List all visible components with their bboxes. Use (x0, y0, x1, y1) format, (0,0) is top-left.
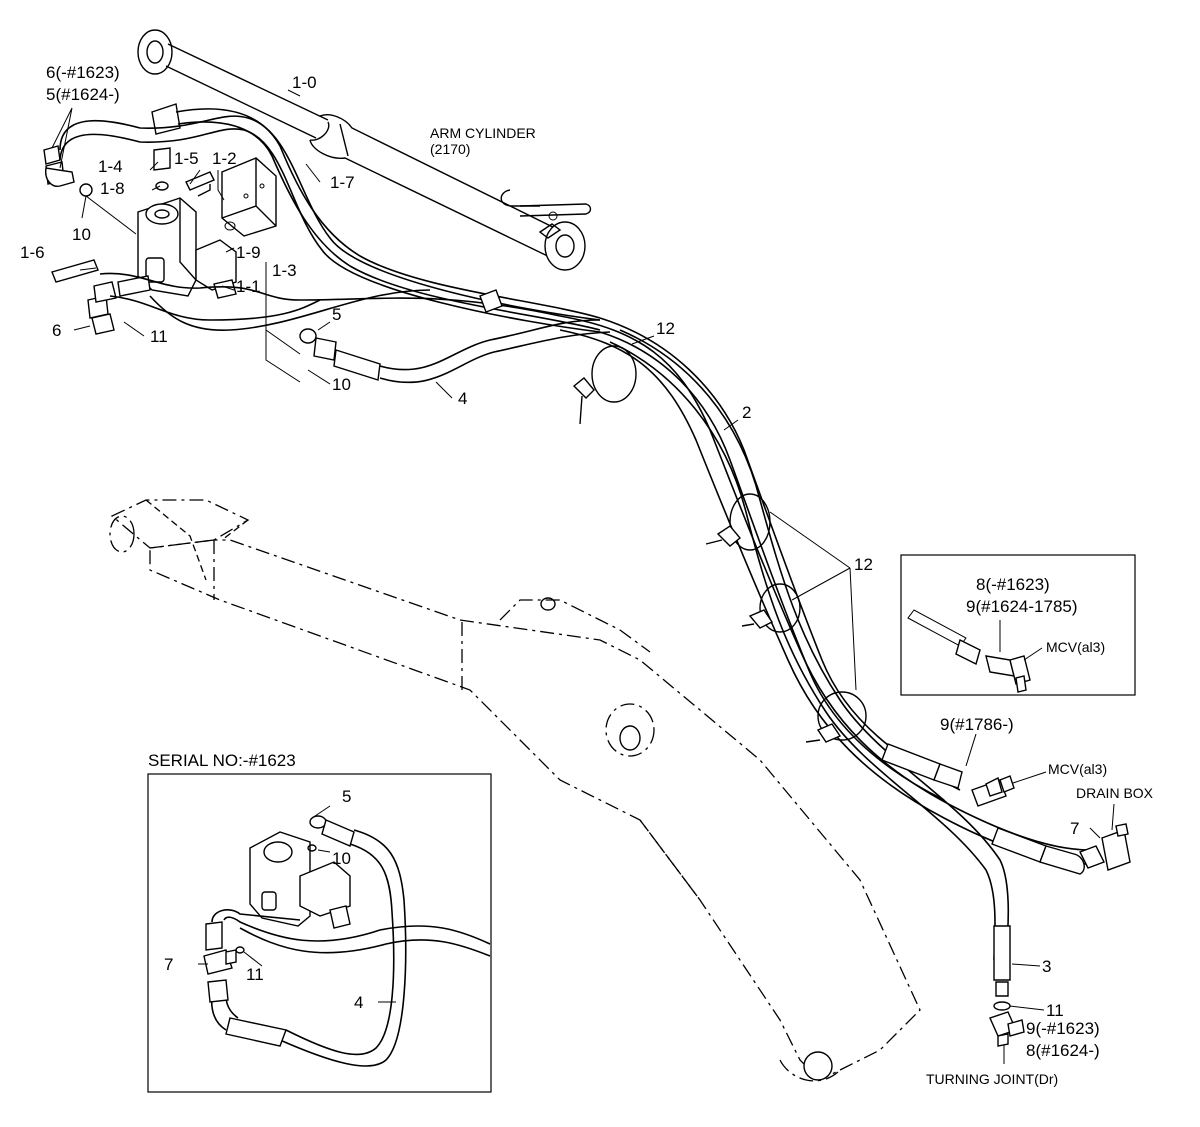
leader-lines (51, 89, 1115, 1064)
label-inset-9: 9(#1624-1785) (966, 597, 1078, 616)
label-1-6: 1-6 (20, 243, 45, 262)
label-7: 7 (1070, 819, 1079, 838)
inset-mcv-detail (900, 554, 1136, 696)
label-2: 2 (742, 403, 751, 422)
label-12-top: 12 (656, 319, 675, 338)
label-serial-5: 5 (342, 787, 351, 806)
label-serial-11: 11 (246, 965, 264, 984)
label-11-bottom: 11 (1046, 1001, 1064, 1020)
label-3: 3 (1042, 957, 1051, 976)
label-11-top: 11 (150, 327, 168, 346)
label-arm-cylinder-code: (2170) (430, 141, 470, 157)
label-1-7: 1-7 (330, 173, 355, 192)
label-12-mid: 12 (854, 555, 873, 574)
label-1-0: 1-0 (292, 73, 317, 92)
label-10-mid: 10 (332, 375, 351, 394)
part-labels: 1-0 ARM CYLINDER (2170) 6(-#1623) 5(#162… (20, 63, 1154, 1087)
label-1-3: 1-3 (272, 261, 297, 280)
hose-clamps (572, 345, 867, 743)
label-1-9: 1-9 (236, 243, 261, 262)
label-6: 6 (52, 321, 61, 340)
label-5-serial: 5(#1624-) (46, 85, 120, 104)
label-serial-7: 7 (164, 955, 173, 974)
label-inset-mcv: MCV(al3) (1046, 639, 1105, 655)
label-1-5: 1-5 (174, 149, 199, 168)
label-serial-4: 4 (354, 993, 363, 1012)
label-drain-box: DRAIN BOX (1076, 785, 1154, 801)
arm-cylinder (137, 29, 592, 271)
label-1-2: 1-2 (212, 149, 237, 168)
inset-serial-detail (147, 773, 492, 1093)
label-6-serial: 6(-#1623) (46, 63, 120, 82)
label-9-1786: 9(#1786-) (940, 715, 1014, 734)
label-serial-10: 10 (332, 849, 351, 868)
label-turning-joint: TURNING JOINT(Dr) (926, 1071, 1058, 1087)
label-10-top: 10 (72, 225, 91, 244)
label-5-top: 5 (332, 305, 341, 324)
label-serial-title: SERIAL NO:-#1623 (148, 751, 296, 770)
label-arm-cylinder: ARM CYLINDER (430, 125, 536, 141)
label-4-top: 4 (458, 389, 467, 408)
label-9-bottom: 9(-#1623) (1026, 1019, 1100, 1038)
label-1-4: 1-4 (98, 157, 123, 176)
label-mcv-main: MCV(al3) (1048, 761, 1107, 777)
label-inset-8: 8(-#1623) (976, 575, 1050, 594)
label-8-bottom: 8(#1624-) (1026, 1041, 1100, 1060)
label-1-8: 1-8 (100, 179, 125, 198)
hose-lines (59, 108, 1105, 997)
tee-fittings (971, 775, 1131, 1047)
label-1-1: 1-1 (236, 277, 261, 296)
arm-outline (109, 499, 921, 1082)
relief-valve-assembly (51, 147, 277, 299)
